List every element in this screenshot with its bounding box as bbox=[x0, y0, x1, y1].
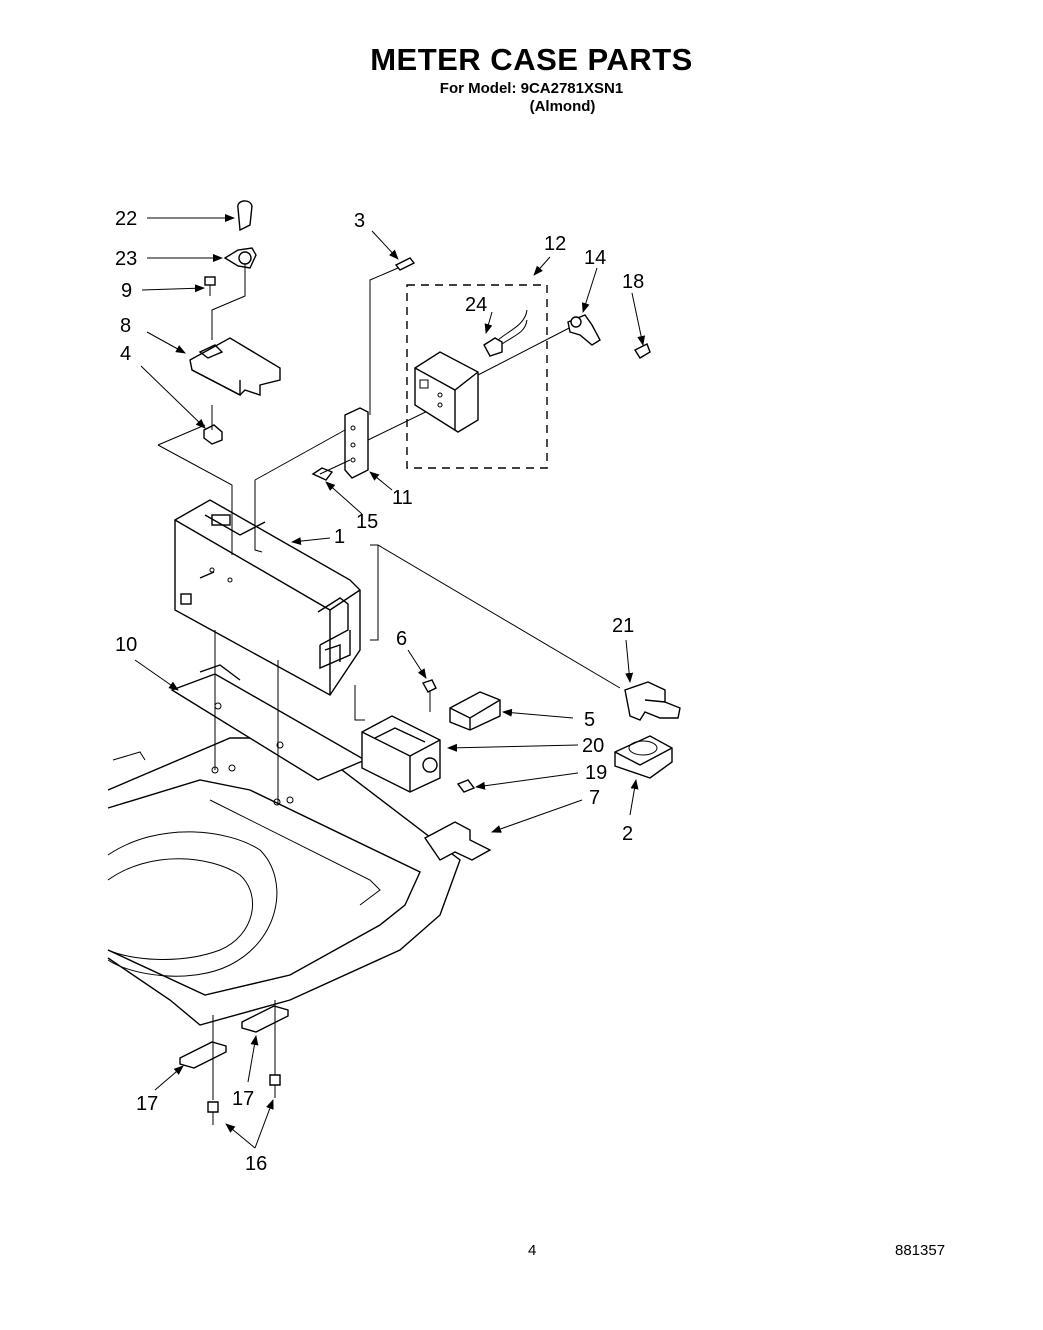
callout-12: 12 bbox=[544, 233, 566, 255]
mounting-plate bbox=[344, 407, 369, 479]
page-title: METER CASE PARTS bbox=[370, 42, 693, 77]
callout-7: 7 bbox=[589, 787, 600, 809]
tie-wrap bbox=[237, 200, 253, 232]
knob-14 bbox=[567, 314, 601, 346]
callout-1: 1 bbox=[334, 526, 345, 548]
callout-3: 3 bbox=[354, 210, 365, 232]
callout-22: 22 bbox=[115, 208, 137, 230]
bracket-7 bbox=[423, 821, 492, 861]
screw-16-left bbox=[207, 1101, 219, 1125]
case-mounting-line-mid bbox=[354, 685, 365, 721]
screw-18 bbox=[633, 343, 651, 359]
fastener-line bbox=[211, 264, 246, 340]
callout-16: 16 bbox=[245, 1153, 267, 1175]
bracket-5 bbox=[449, 691, 501, 731]
clip-17-left bbox=[179, 1041, 227, 1069]
callout-5: 5 bbox=[584, 709, 595, 731]
fitting-19 bbox=[456, 779, 476, 793]
timer-switch bbox=[483, 309, 528, 357]
callout-19: 19 bbox=[585, 762, 607, 784]
long-wire bbox=[370, 544, 621, 689]
screw-3 bbox=[394, 257, 416, 271]
screw-16-right bbox=[269, 1074, 281, 1098]
meter-case bbox=[174, 499, 361, 696]
callout-2: 2 bbox=[622, 823, 633, 845]
bracket-21 bbox=[624, 681, 681, 721]
callout-9: 9 bbox=[121, 280, 132, 302]
clip-17-right bbox=[241, 1005, 289, 1033]
callout-11: 11 bbox=[392, 487, 413, 509]
callout-17-right: 17 bbox=[232, 1088, 254, 1110]
coin-box bbox=[361, 715, 441, 793]
screw-6 bbox=[421, 679, 437, 712]
screw-3-line bbox=[369, 267, 399, 415]
callout-17-left: 17 bbox=[136, 1093, 158, 1115]
callout-23: 23 bbox=[115, 248, 137, 270]
dispenser-cup bbox=[614, 735, 673, 779]
leader-arrows bbox=[134, 214, 646, 1149]
callout-6: 6 bbox=[396, 628, 407, 650]
callout-21: 21 bbox=[612, 615, 634, 637]
callout-4: 4 bbox=[120, 343, 131, 365]
clip bbox=[203, 405, 223, 445]
timer-motor bbox=[414, 351, 479, 433]
timer-wire bbox=[477, 324, 576, 376]
document-number: 881357 bbox=[895, 1242, 946, 1259]
page-number: 4 bbox=[528, 1242, 537, 1259]
screw-9 bbox=[204, 276, 216, 296]
callout-8: 8 bbox=[120, 315, 131, 337]
callout-14: 14 bbox=[584, 247, 606, 269]
callout-10: 10 bbox=[115, 634, 137, 656]
color-line: (Almond) bbox=[529, 98, 596, 115]
callout-24: 24 bbox=[465, 294, 487, 316]
timer-assembly-box bbox=[406, 284, 548, 469]
callout-20: 20 bbox=[582, 735, 604, 757]
model-line: For Model: 9CA2781XSN1 bbox=[439, 80, 624, 97]
knob-clamp bbox=[223, 247, 257, 269]
callout-18: 18 bbox=[622, 271, 644, 293]
callout-15: 15 bbox=[356, 511, 378, 533]
top-bracket bbox=[189, 337, 281, 397]
